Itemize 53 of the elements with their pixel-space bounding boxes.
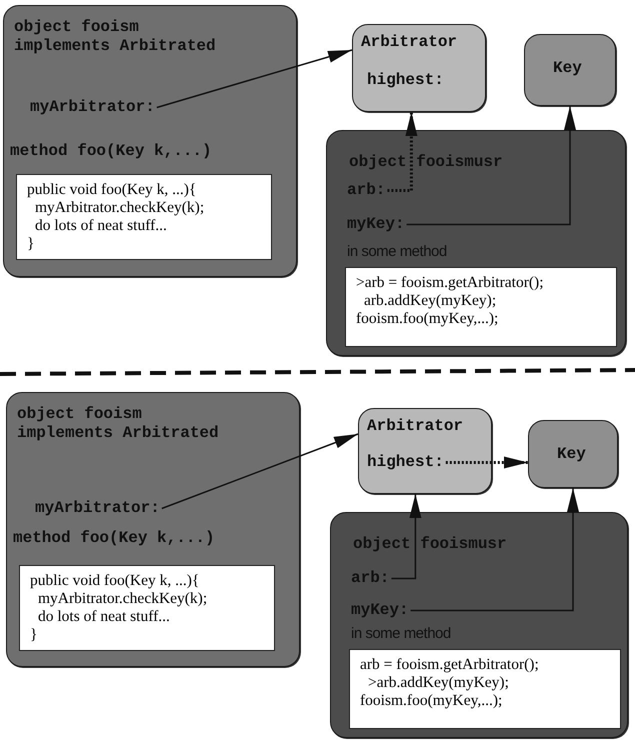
field-label: myKey: — [347, 215, 405, 234]
code-line: public void foo(Key k, ...){ — [30, 572, 200, 590]
code-box — [345, 267, 617, 347]
arrow — [406, 106, 576, 226]
section-label: in some method — [351, 625, 451, 642]
object-heading: Arbitrator — [367, 417, 464, 436]
object-box — [330, 512, 628, 738]
object-box — [358, 408, 492, 494]
object-box — [326, 130, 626, 356]
method-signature: method foo(Key k,...) — [10, 142, 212, 161]
code-line: arb.addKey(myKey); — [363, 292, 496, 310]
field-label: myArbitrator: — [35, 499, 160, 518]
arrow — [162, 433, 358, 510]
field-label: myArbitrator: — [30, 98, 155, 117]
code-box — [16, 174, 272, 260]
code-line: myArbitrator.checkKey(k); — [37, 590, 208, 608]
code-line: myArbitrator.checkKey(k); — [34, 199, 204, 217]
code-box — [349, 649, 621, 729]
method-signature: method foo(Key k,...) — [13, 529, 215, 548]
code-line: >arb.addKey(myKey); — [367, 674, 509, 692]
object-heading: object fooismusr — [353, 535, 507, 554]
code-line: } — [30, 626, 38, 644]
object-heading: Arbitrator — [361, 33, 458, 52]
object-box — [524, 34, 616, 106]
object-heading: object fooism implements Arbitrated — [17, 405, 220, 443]
code-line: >arb = fooism.getArbitrator(); — [356, 274, 544, 292]
code-line: public void foo(Key k, ...){ — [27, 181, 196, 199]
field-label: highest: — [367, 71, 444, 90]
arrow — [391, 494, 422, 580]
code-line: } — [27, 235, 34, 253]
arrow — [410, 488, 579, 612]
object-box — [3, 5, 297, 277]
arrow — [156, 49, 352, 108]
field-label: arb: — [347, 181, 386, 200]
object-heading: Key — [553, 59, 582, 78]
dotted-arrow — [446, 456, 528, 468]
code-line: arb = fooism.getArbitrator(); — [360, 656, 539, 674]
code-line: fooism.foo(myKey,...); — [356, 310, 498, 328]
field-label: highest: — [367, 453, 444, 472]
object-box — [352, 24, 486, 112]
object-heading: object fooismusr — [349, 153, 503, 172]
dotted-arrow — [387, 112, 418, 192]
code-box — [19, 565, 275, 651]
field-label: arb: — [351, 569, 390, 588]
code-line: do lots of neat stuff... — [37, 608, 170, 626]
object-box — [6, 392, 300, 667]
field-label: myKey: — [351, 601, 409, 620]
code-line: fooism.foo(myKey,...); — [360, 692, 502, 710]
object-box — [528, 420, 618, 488]
section-label: in some method — [347, 243, 447, 260]
object-heading: Key — [557, 445, 586, 464]
code-line: do lots of neat stuff... — [34, 217, 167, 235]
object-heading: object fooism implements Arbitrated — [14, 18, 217, 56]
